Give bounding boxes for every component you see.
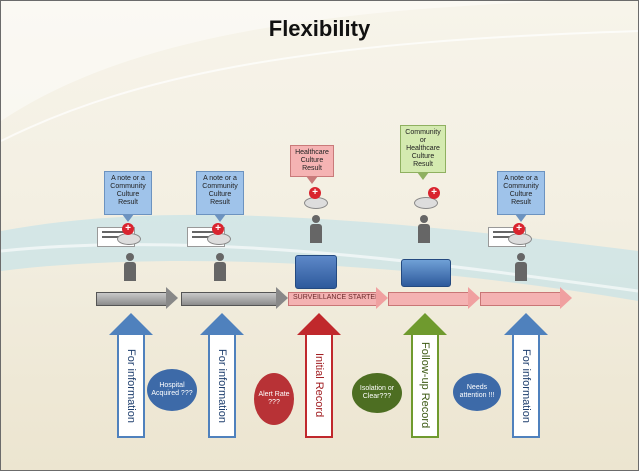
person-icon — [123, 253, 137, 281]
timeline-arrowhead — [276, 287, 288, 309]
callout-healthcare-culture: Healthcare Culture Result — [290, 145, 334, 184]
follow-up-record-arrow: Follow-up Record — [403, 313, 447, 438]
for-information-arrow-3: For information — [504, 313, 548, 438]
for-information-arrow-2: For information — [200, 313, 244, 438]
timeline-arrowhead — [560, 287, 572, 309]
person-icon — [514, 253, 528, 281]
cloud-needs-attention: Needs attention !!! — [453, 373, 501, 411]
timeline-label: SURVEILLANCE STARTED — [293, 294, 381, 301]
initial-record-arrow: Initial Record — [297, 313, 341, 438]
timeline-pink-3 — [480, 292, 562, 306]
timeline-arrowhead — [166, 287, 178, 309]
clinic-building-icon — [401, 259, 451, 287]
cross-icon: + — [212, 223, 224, 235]
timeline-arrowhead — [376, 287, 388, 309]
callout-note-1: A note or a Community Culture Result — [104, 171, 152, 222]
slide-title: Flexibility — [268, 16, 371, 41]
cross-icon: + — [309, 187, 321, 199]
cloud-alert-rate: Alert Rate ??? — [254, 373, 294, 425]
cross-icon: + — [122, 223, 134, 235]
coin-stack-icon — [414, 197, 438, 209]
callout-note-2: A note or a Community Culture Result — [196, 171, 244, 222]
timeline-grey-1 — [96, 292, 168, 306]
person-icon — [309, 215, 323, 243]
hospital-building-icon — [295, 255, 337, 289]
cross-icon: + — [428, 187, 440, 199]
callout-note-3: A note or a Community Culture Result — [497, 171, 545, 222]
cross-icon: + — [513, 223, 525, 235]
cloud-hospital-acquired: Hospital Acquired ??? — [147, 369, 197, 411]
callout-community-or-healthcare: Community or Healthcare Culture Result — [400, 125, 446, 180]
cloud-isolation-or-clear: Isolation or Clear??? — [352, 373, 402, 413]
person-icon — [417, 215, 431, 243]
timeline-pink-2 — [388, 292, 470, 306]
for-information-arrow-1: For information — [109, 313, 153, 438]
person-icon — [213, 253, 227, 281]
timeline-arrowhead — [468, 287, 480, 309]
timeline-grey-2 — [181, 292, 278, 306]
